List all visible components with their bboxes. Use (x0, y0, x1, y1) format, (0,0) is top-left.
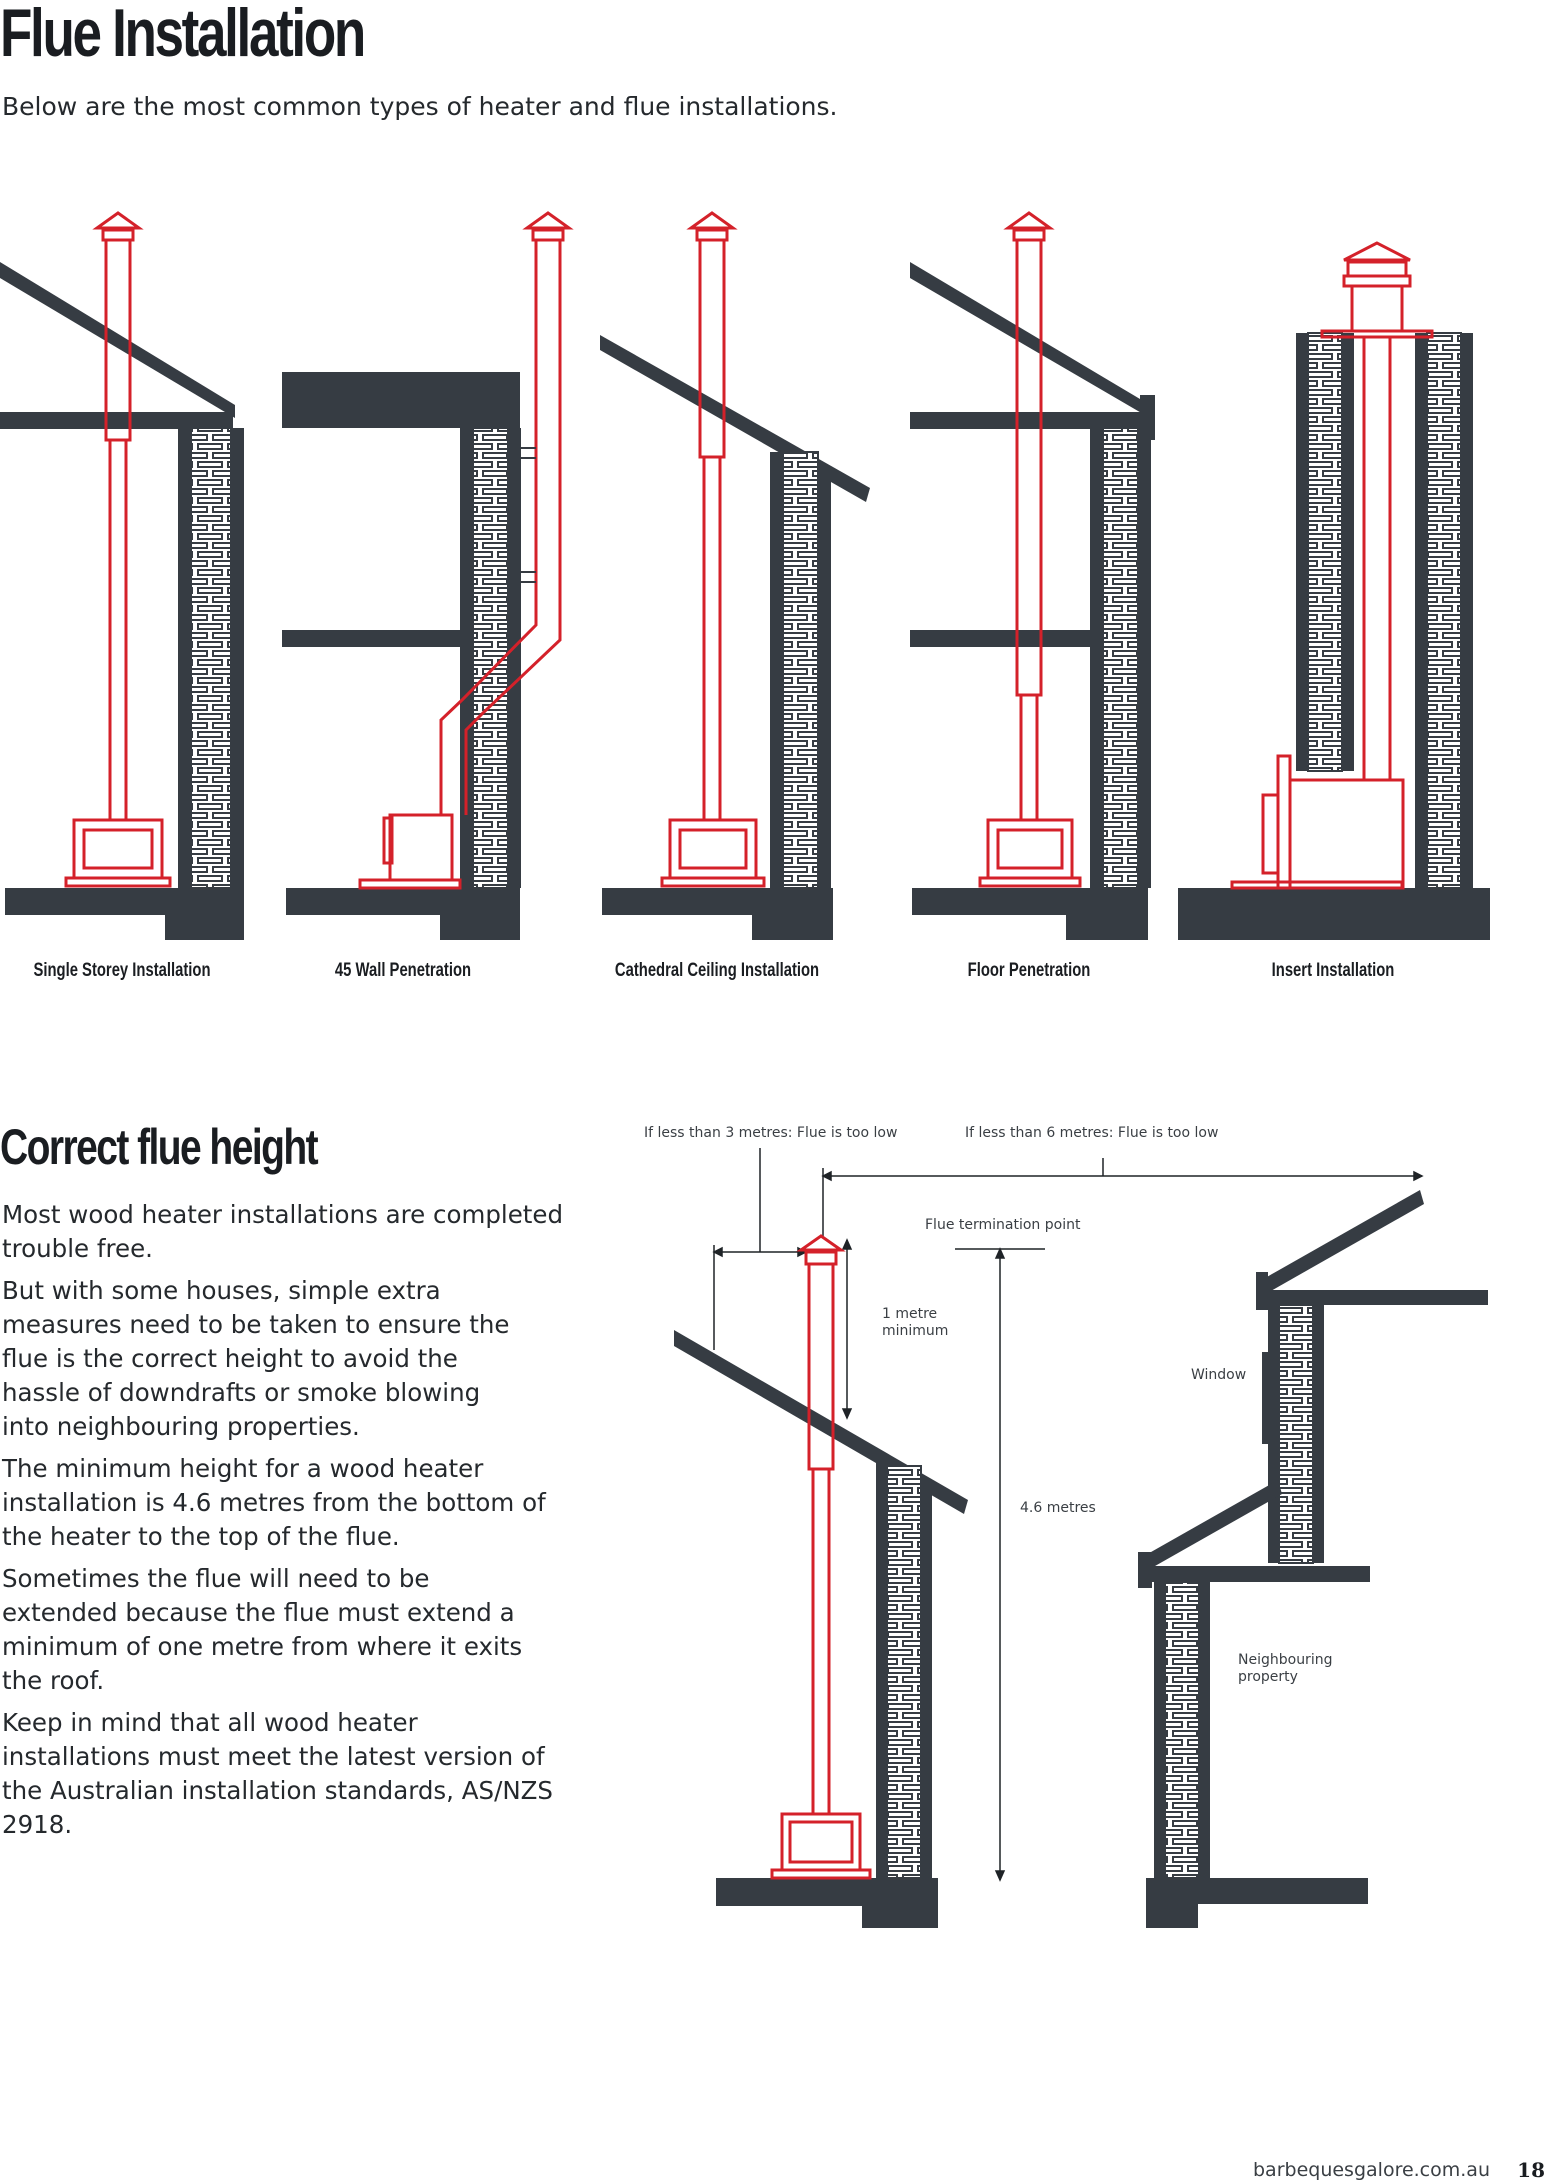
label-neighbouring-property: Neighbouring property (1238, 1652, 1333, 1685)
footer-website[interactable]: barbequesgalore.com.au (1253, 2159, 1490, 2181)
paragraph: But with some houses, simple extra measu… (2, 1276, 510, 1441)
label-cathedral-ceiling: Cathedral Ceiling Installation (614, 960, 820, 981)
label-flue-termination: Flue termination point (925, 1217, 1081, 1233)
diagram-floor-penetration (910, 211, 1155, 940)
intro-text: Below are the most common types of heate… (2, 92, 838, 121)
diagram-insert (1178, 241, 1490, 940)
neighbouring-house (1138, 1190, 1488, 1928)
label-insert: Insert Installation (1271, 960, 1395, 981)
diagram-single-storey (0, 211, 244, 940)
diagram-cathedral-ceiling (600, 211, 870, 940)
label-less-than-6m: If less than 6 metres: Flue is too low (965, 1125, 1219, 1141)
installation-diagrams (0, 211, 1490, 940)
label-floor-penetration: Floor Penetration (967, 960, 1091, 981)
paragraph: Sometimes the flue will need to be exten… (2, 1564, 523, 1695)
section-body: Most wood heater installations are compl… (2, 1198, 572, 1850)
label-wall-penetration: 45 Wall Penetration (334, 960, 472, 981)
diagram-wall-penetration (282, 211, 574, 940)
paragraph: Most wood heater installations are compl… (2, 1200, 564, 1263)
label-height: 4.6 metres (1020, 1500, 1096, 1516)
page-title: Flue Installation (0, 0, 366, 71)
label-one-metre: 1 metre minimum (882, 1306, 949, 1339)
section-title: Correct flue height (0, 1119, 319, 1175)
label-window: Window (1191, 1367, 1247, 1383)
label-less-than-3m: If less than 3 metres: Flue is too low (644, 1125, 898, 1141)
page-number: 18 (1517, 2158, 1545, 2182)
paragraph: Keep in mind that all wood heater instal… (2, 1708, 553, 1839)
paragraph: The minimum height for a wood heater ins… (2, 1454, 546, 1551)
label-single-storey: Single Storey Installation (33, 960, 211, 981)
